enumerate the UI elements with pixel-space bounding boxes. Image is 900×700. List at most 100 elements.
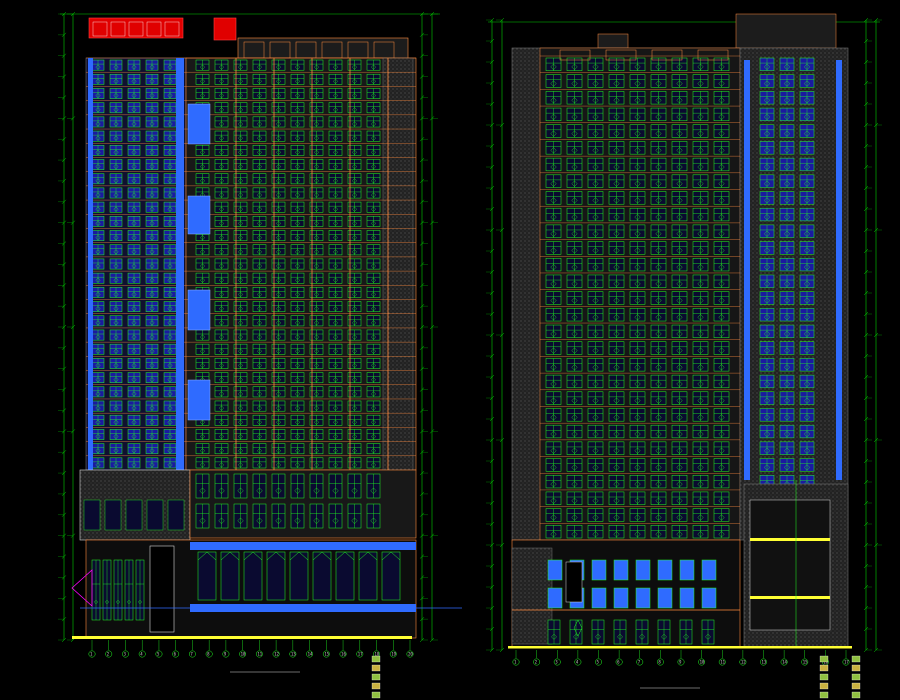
window-ornament (370, 78, 377, 84)
window-ornament (718, 497, 725, 504)
grid-label: 11 (720, 660, 725, 665)
grid-label: 5 (597, 660, 600, 665)
window-ornament (113, 291, 119, 297)
window-ornament (131, 448, 137, 454)
window-ornament (167, 93, 173, 99)
window-ornament (237, 306, 244, 312)
window-ornament (655, 464, 662, 471)
grid-bubble (615, 658, 623, 666)
window-ornament (571, 430, 578, 438)
shopfront (197, 551, 217, 601)
window-ornament (550, 280, 557, 287)
window-ornament (592, 364, 599, 371)
window-ornament (237, 206, 244, 212)
wing-opening (749, 499, 831, 631)
grid-label: 8 (207, 652, 210, 657)
window-ornament (783, 280, 791, 287)
window-ornament (655, 330, 662, 337)
window-ornament (218, 306, 225, 312)
window-ornament (131, 377, 137, 383)
window-ornament (167, 107, 173, 113)
window-ornament (676, 464, 683, 471)
window-ornament (676, 314, 683, 321)
window-ornament (95, 149, 101, 155)
window-ornament (592, 130, 599, 137)
window-ornament (803, 414, 811, 421)
window-ornament (275, 263, 282, 269)
grid-label: 1 (90, 652, 93, 657)
window-ornament (634, 297, 641, 304)
window-ornament (218, 320, 225, 326)
window-ornament (676, 247, 683, 254)
window-ornament (351, 93, 358, 99)
window-ornament (149, 419, 155, 425)
window-ornament (275, 64, 282, 70)
glass-panel (187, 195, 211, 235)
grid-bubble (205, 650, 213, 658)
window-ornament (218, 249, 225, 255)
window-ornament (131, 121, 137, 127)
window-ornament (113, 135, 119, 141)
window-ornament (718, 330, 725, 337)
window-ornament (763, 130, 771, 137)
window-ornament (370, 149, 377, 155)
window-ornament (237, 291, 244, 297)
grid-label: 19 (391, 652, 396, 657)
grid-bubble (739, 658, 747, 666)
window-ornament (718, 347, 725, 354)
window-ornament (199, 178, 206, 184)
window-ornament (655, 380, 662, 388)
window-ornament (655, 514, 662, 521)
shopfront-arch (243, 551, 263, 561)
window-ornament (95, 107, 101, 113)
window-ornament (592, 347, 599, 354)
grid-bubble (533, 658, 541, 666)
window-ornament (370, 121, 377, 127)
window-ornament (370, 263, 377, 269)
window-ornament (763, 297, 771, 304)
roof-louver (146, 21, 162, 37)
window-ornament (237, 164, 244, 170)
window-ornament (676, 197, 683, 204)
window-ornament (167, 277, 173, 283)
window-ornament (294, 517, 301, 524)
window-ornament (803, 214, 811, 221)
grid-label: 15 (324, 652, 329, 657)
window-ornament (571, 80, 578, 87)
window-ornament (550, 347, 557, 354)
grid-label: 11 (257, 652, 262, 657)
window-ornament (237, 517, 244, 524)
window-ornament (613, 481, 620, 488)
window-ornament (370, 192, 377, 198)
window-ornament (218, 487, 225, 494)
window-ornament (149, 107, 155, 113)
shopfront-arch (381, 551, 401, 561)
window-ornament (803, 397, 811, 404)
window-ornament (655, 97, 662, 104)
window-ornament (131, 405, 137, 411)
window-ornament (167, 320, 173, 326)
window-ornament (571, 163, 578, 171)
window-ornament (592, 514, 599, 521)
window-ornament (592, 447, 599, 454)
window-ornament (697, 330, 704, 337)
window-ornament (676, 264, 683, 271)
window-ornament (571, 247, 578, 254)
window-ornament (592, 230, 599, 237)
window-ornament (655, 347, 662, 354)
window-ornament (697, 464, 704, 471)
grid-bubble (306, 650, 314, 658)
window-ornament (149, 192, 155, 198)
window-ornament (332, 419, 339, 425)
window-ornament (351, 192, 358, 198)
window-ornament (550, 264, 557, 271)
window-ornament (256, 334, 263, 340)
window-ornament (149, 277, 155, 283)
window-ornament (332, 320, 339, 326)
roof-parapet (88, 17, 184, 39)
window-ornament (783, 380, 791, 388)
window-ornament (256, 377, 263, 383)
window-ornament (676, 230, 683, 237)
window-ornament (634, 414, 641, 421)
